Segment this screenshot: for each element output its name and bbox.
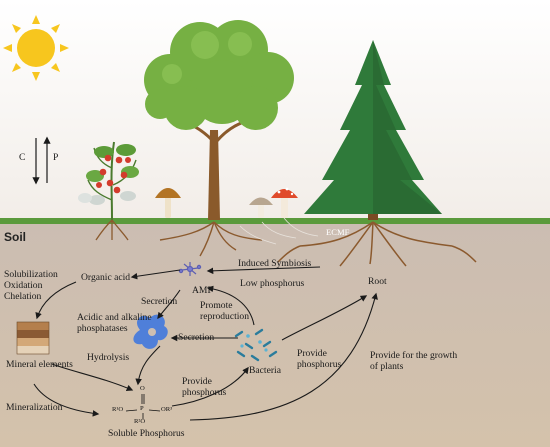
deciduous-tree-icon [144,20,294,220]
phosphate-r1o: R¹O [112,406,124,413]
arrow-phosphorus-to-root [189,292,378,421]
low-phosphorus-label: Low phosphorus [240,278,305,289]
secretion-mid-label: Secretion [178,332,215,343]
arrow-bacteria-to-root [281,295,368,341]
arrow-hydrolysis [135,345,161,386]
phosphate-p-atom: P [140,405,144,412]
phosphate-r2o: R²O [134,418,146,425]
provide-phosphorus-left-line1: Provide [182,376,212,387]
phosphate-oxygen-top: O [140,385,145,392]
grass-strip [0,218,550,224]
bacteria-label: Bacteria [249,365,281,376]
amf-label: AMF [192,285,213,296]
provide-growth-line1: Provide for the growth [370,350,458,361]
organic-acid-label: Organic acid [81,272,131,283]
mycorrhizal-network [239,217,319,245]
mushroom-icon [155,188,181,218]
bacteria-icon [234,328,278,362]
arrow-induced-symbiosis [206,266,321,275]
white-mushroom-icon [249,197,273,218]
phosphate-or3: OR³ [161,406,173,413]
pine-tree-icon [304,40,442,220]
phosphate-structure-icon [125,394,161,419]
phosphatase-icon [133,314,168,349]
soil-label: Soil [4,230,27,244]
induced-symbiosis-label: Induced Symbiosis [238,258,312,269]
tree-roots [159,221,263,257]
root-label: Root [368,276,387,287]
phosphatases-label-line2: phosphatases [77,323,128,334]
secretion-top-label: Secretion [141,296,178,307]
tomato-plant-icon [78,141,139,241]
provide-phosphorus-right-line1: Provide [297,348,327,359]
sun-icon [3,15,69,81]
flow-arrows [33,266,378,421]
solubilization-label: Solubilization [4,269,58,280]
oxidation-label: Oxidation [4,280,43,291]
phosphatases-label-line1: Acidic and alkaline [77,312,152,323]
fly-agaric-icon [271,187,298,218]
carbon-label: C [19,152,26,163]
arrow-mineral-to-phosphorus [51,363,134,391]
provide-phosphorus-right-line2: phosphorus [297,359,342,370]
ecmf-label: ECMF [326,227,350,237]
arrow-mineralization [33,383,100,417]
soil-background [0,222,550,447]
arrow-bacteria-to-amf [206,285,255,326]
reproduction-label: reproduction [200,311,250,322]
provide-growth-line2: of plants [370,361,404,372]
arrow-organic-acid-to-soil [35,281,77,320]
pine-roots [277,221,477,267]
mineral-elements-label: Mineral elements [6,359,73,370]
chelation-label: Chelation [4,291,42,302]
arrow-phosphorus-to-bacteria [171,366,249,407]
arrow-amf-to-phosphatase [157,289,181,320]
promote-label: Promote [200,300,233,311]
provide-phosphorus-left-line2: phosphorus [182,387,227,398]
hydrolysis-label: Hydrolysis [87,352,130,363]
arrow-amf-to-organic-acid [130,269,181,280]
phosphorus-label: P [53,152,59,163]
soil-layer-icon [16,321,50,355]
mineralization-label: Mineralization [6,402,63,413]
soluble-phosphorus-label: Soluble Phosphorus [108,428,185,439]
amf-icon [178,262,202,276]
